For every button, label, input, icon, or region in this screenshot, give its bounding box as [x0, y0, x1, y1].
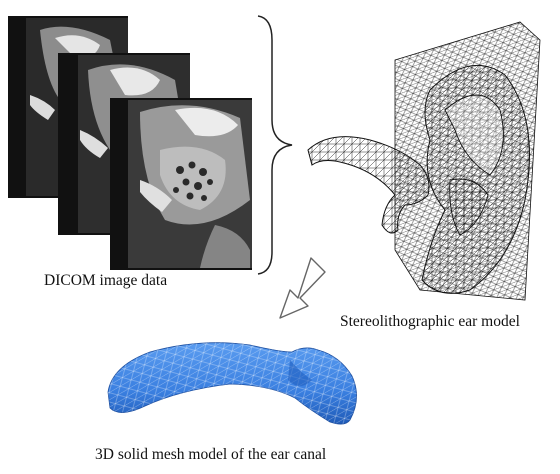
stereolithographic-caption: Stereolithographic ear model: [340, 313, 520, 331]
mesh-model-caption: 3D solid mesh model of the ear canal: [95, 446, 326, 464]
ct-slice-3: [110, 98, 252, 270]
grouping-brace: [258, 16, 292, 274]
dicom-caption: DICOM image data: [44, 272, 167, 290]
ear-wireframe-model: [308, 22, 540, 300]
ear-canal-solid-mesh: [108, 343, 357, 424]
down-left-arrow: [280, 258, 325, 318]
